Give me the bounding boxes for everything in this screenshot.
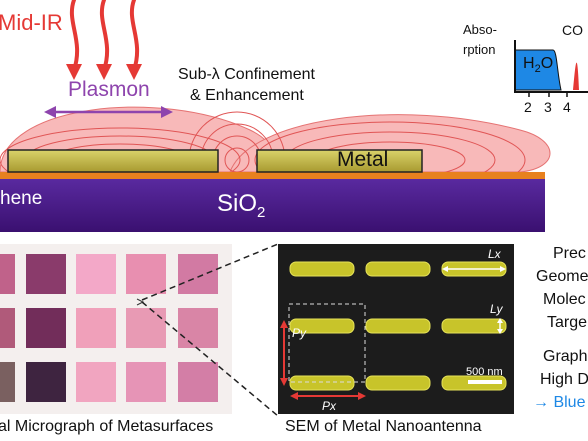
tile-grid xyxy=(0,254,218,402)
co2-peak xyxy=(573,62,579,90)
confinement-line2: & Enhancement xyxy=(190,87,304,104)
plasmon-schematic xyxy=(0,0,551,232)
tick-label-3: 3 xyxy=(544,99,552,115)
tick-label-2: 2 xyxy=(524,99,532,115)
metasurface-tiles xyxy=(0,254,218,402)
h2o-band xyxy=(514,49,562,91)
metal-bar-right xyxy=(256,149,423,173)
right-text-1: Prec xyxy=(553,245,586,262)
right-text-6: High D xyxy=(540,371,588,388)
right-text-3: Molec xyxy=(543,291,586,308)
ly-label: Ly xyxy=(490,302,503,316)
lx-label: Lx xyxy=(488,247,501,261)
mid-ir-arrowheads xyxy=(66,64,142,80)
mid-ir-arrows xyxy=(69,0,140,72)
nanoantennas xyxy=(289,261,507,391)
nanoantenna-array xyxy=(280,261,507,400)
scale-label: 500 nm xyxy=(466,366,503,378)
lx-arrow xyxy=(442,266,506,272)
right-text-blue: → Blue xyxy=(533,394,586,411)
sio2-substrate xyxy=(0,178,545,232)
py-label: Py xyxy=(292,326,307,340)
right-text-5: Graph xyxy=(543,348,588,365)
absorption-ylabel-2: rption xyxy=(463,42,496,57)
plasmon-label: Plasmon xyxy=(68,78,150,101)
metal-label: Metal xyxy=(337,148,389,171)
confinement-line1: Sub-λ Confinement xyxy=(178,66,315,83)
micrograph-caption: al Micrograph of Metasurfaces xyxy=(0,418,214,435)
scale-bar xyxy=(468,380,502,384)
metal-bar-left xyxy=(7,149,219,173)
spectrum-ticks xyxy=(528,92,568,97)
right-text-4: Targe xyxy=(547,314,588,331)
py-arrow xyxy=(280,320,288,386)
px-arrow xyxy=(290,392,366,400)
px-label: Px xyxy=(322,399,337,413)
mid-ir-label: Mid-IR xyxy=(0,10,63,35)
absorption-spectrum xyxy=(514,40,588,97)
h2o-label: H2O xyxy=(523,55,554,76)
plasmon-arrow xyxy=(44,106,173,118)
right-text-2: Geome xyxy=(536,268,588,285)
absorption-ylabel-1: Abso- xyxy=(463,22,497,37)
co2-label: CO xyxy=(562,22,583,38)
graphene-layer xyxy=(0,172,545,179)
spectrum-axes xyxy=(514,40,588,93)
tick-label-4: 4 xyxy=(563,99,571,115)
sem-caption: SEM of Metal Nanoantenna xyxy=(285,418,482,435)
unit-cell xyxy=(288,303,366,383)
sio2-label: SiO2 xyxy=(217,190,266,221)
graphene-label: hene xyxy=(0,188,43,209)
zoom-connector xyxy=(141,243,279,417)
ly-arrow xyxy=(497,318,503,334)
